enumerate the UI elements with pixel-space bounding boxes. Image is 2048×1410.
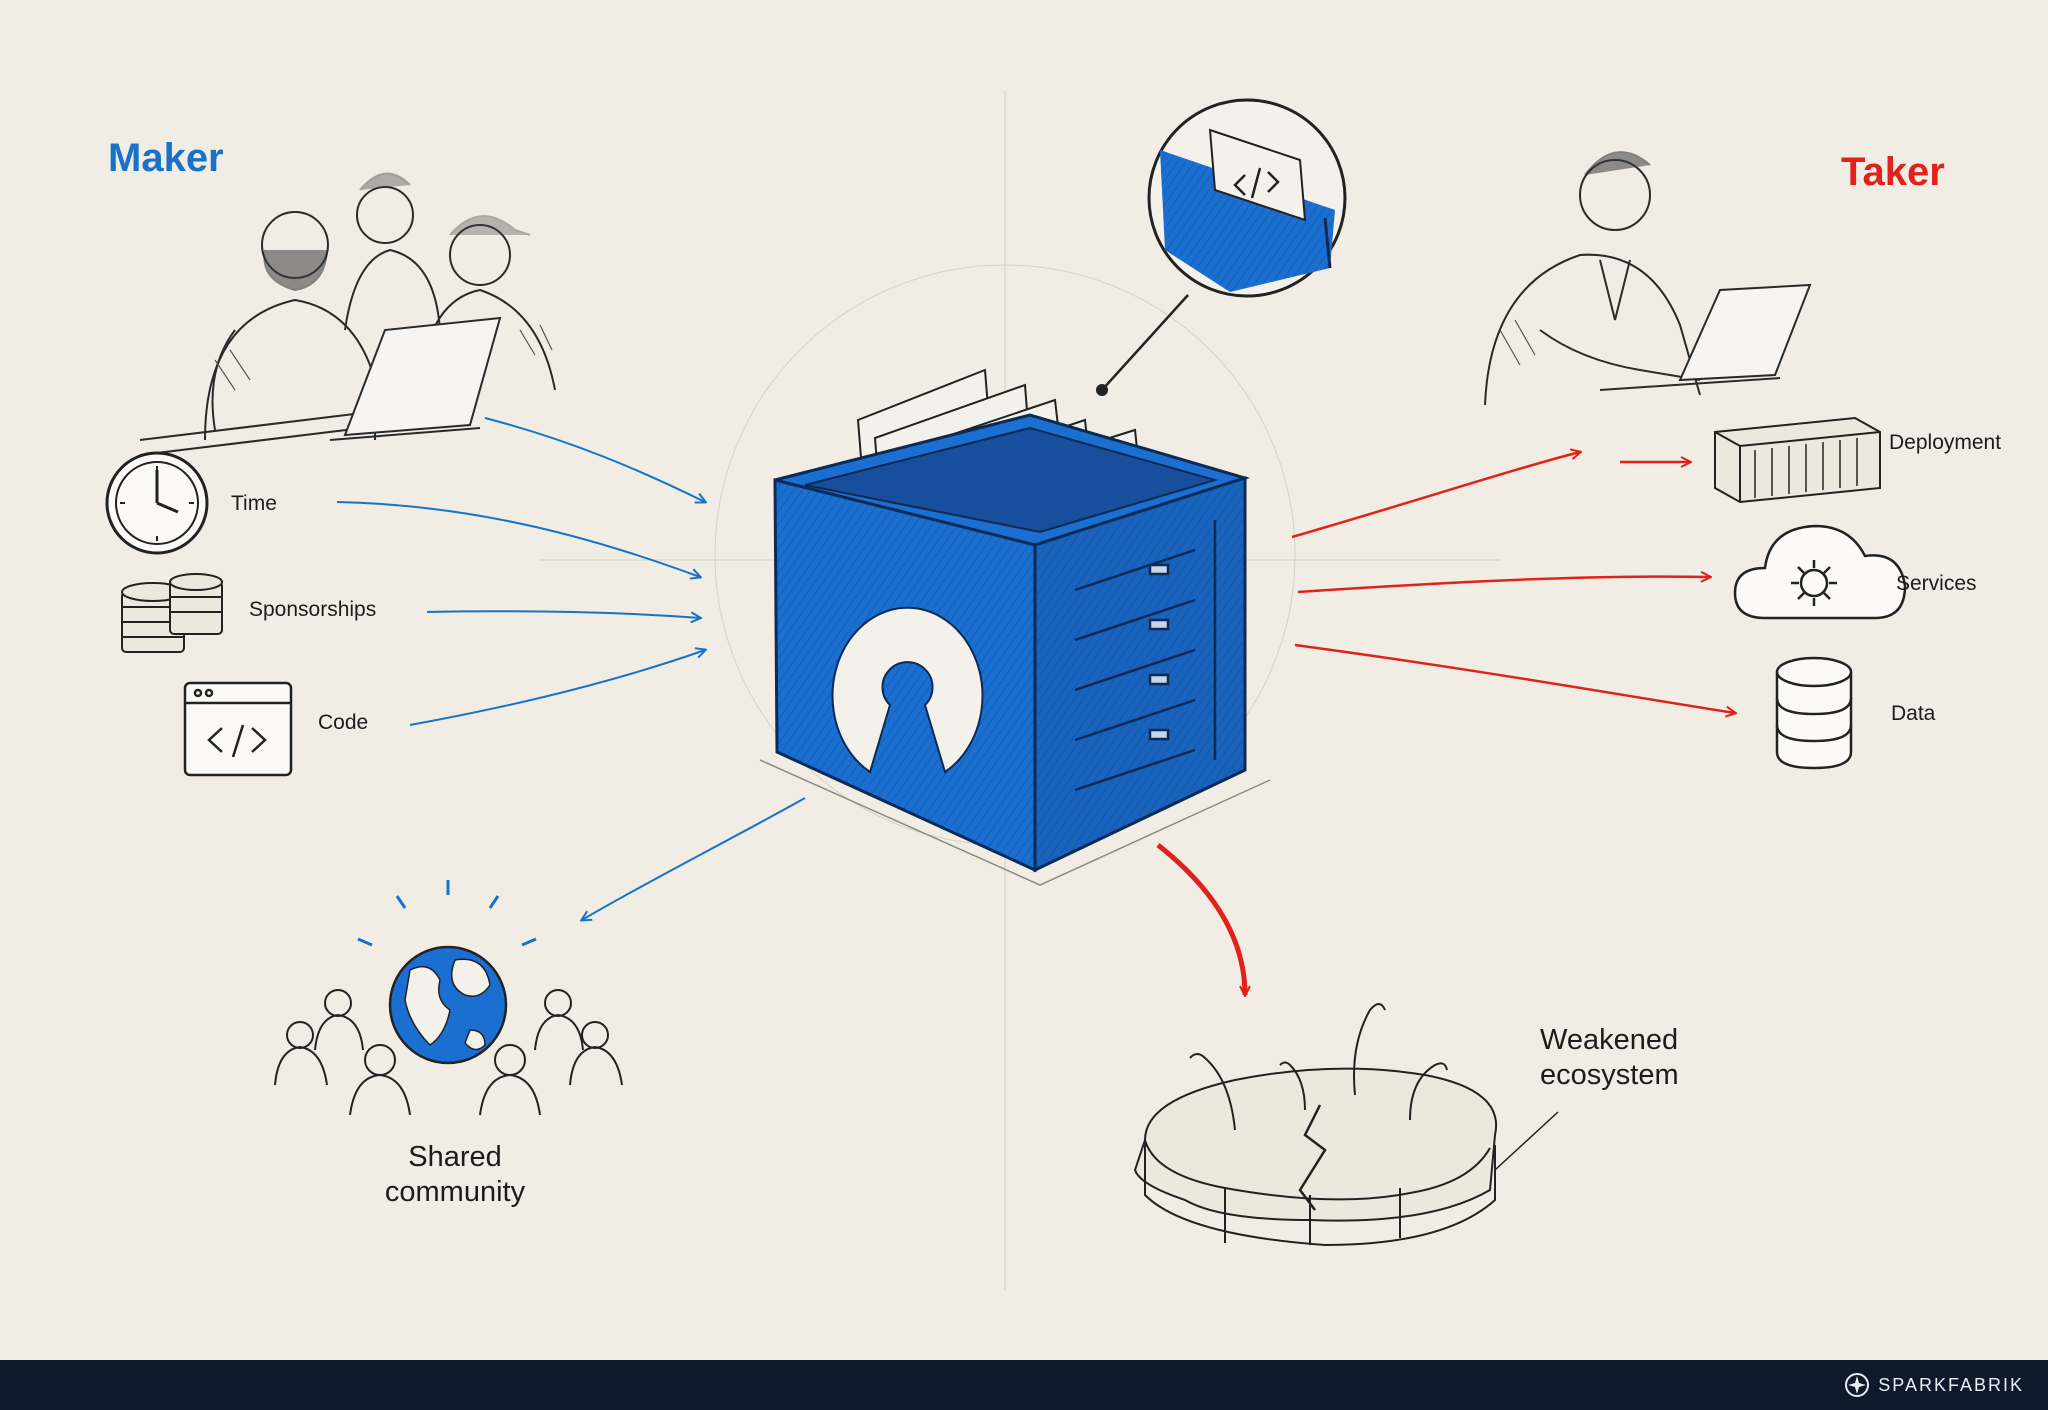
ecosystem-arrow [1156,843,1245,995]
magnifier-callout [1096,98,1347,396]
code-window-icon [183,681,293,777]
container-icon [1714,416,1881,504]
clock-icon [105,451,209,555]
footer-bar: SPARKFABRIK [0,1360,2048,1410]
ecosystem-label: Weakened ecosystem [1540,1024,1679,1091]
coins-icon [121,573,223,653]
taker-title: Taker [1841,150,1945,194]
database-icon [1775,656,1853,770]
maker-people-icon [139,172,556,456]
output-label-services: Services [1896,572,1977,595]
maker-arrows [336,417,705,726]
sparkfabrik-icon [1845,1373,1870,1397]
globe-people-icon [274,880,623,1116]
output-label-deployment: Deployment [1889,431,2002,454]
taker-person-icon [1484,151,1812,406]
input-label-code: Code [318,711,369,734]
open-source-box-icon [759,368,1271,886]
brand-name: SPARKFABRIK [1878,1375,2024,1395]
input-label-time: Time [231,492,277,515]
maker-title: Maker [108,136,224,180]
brand-logo: SPARKFABRIK [1844,1372,2024,1398]
output-label-data: Data [1891,702,1936,725]
input-label-sponsorships: Sponsorships [249,598,377,621]
diagram-stage: Maker Taker Time Sponsorships Code Deplo… [105,90,2002,1290]
diagram-canvas [105,90,1907,1290]
community-arrow [582,797,806,920]
cloud-gear-icon [1733,524,1907,620]
taker-arrows [1291,452,1735,713]
community-label: Shared community [384,1141,526,1208]
cracked-ground-icon [1133,1003,1559,1247]
